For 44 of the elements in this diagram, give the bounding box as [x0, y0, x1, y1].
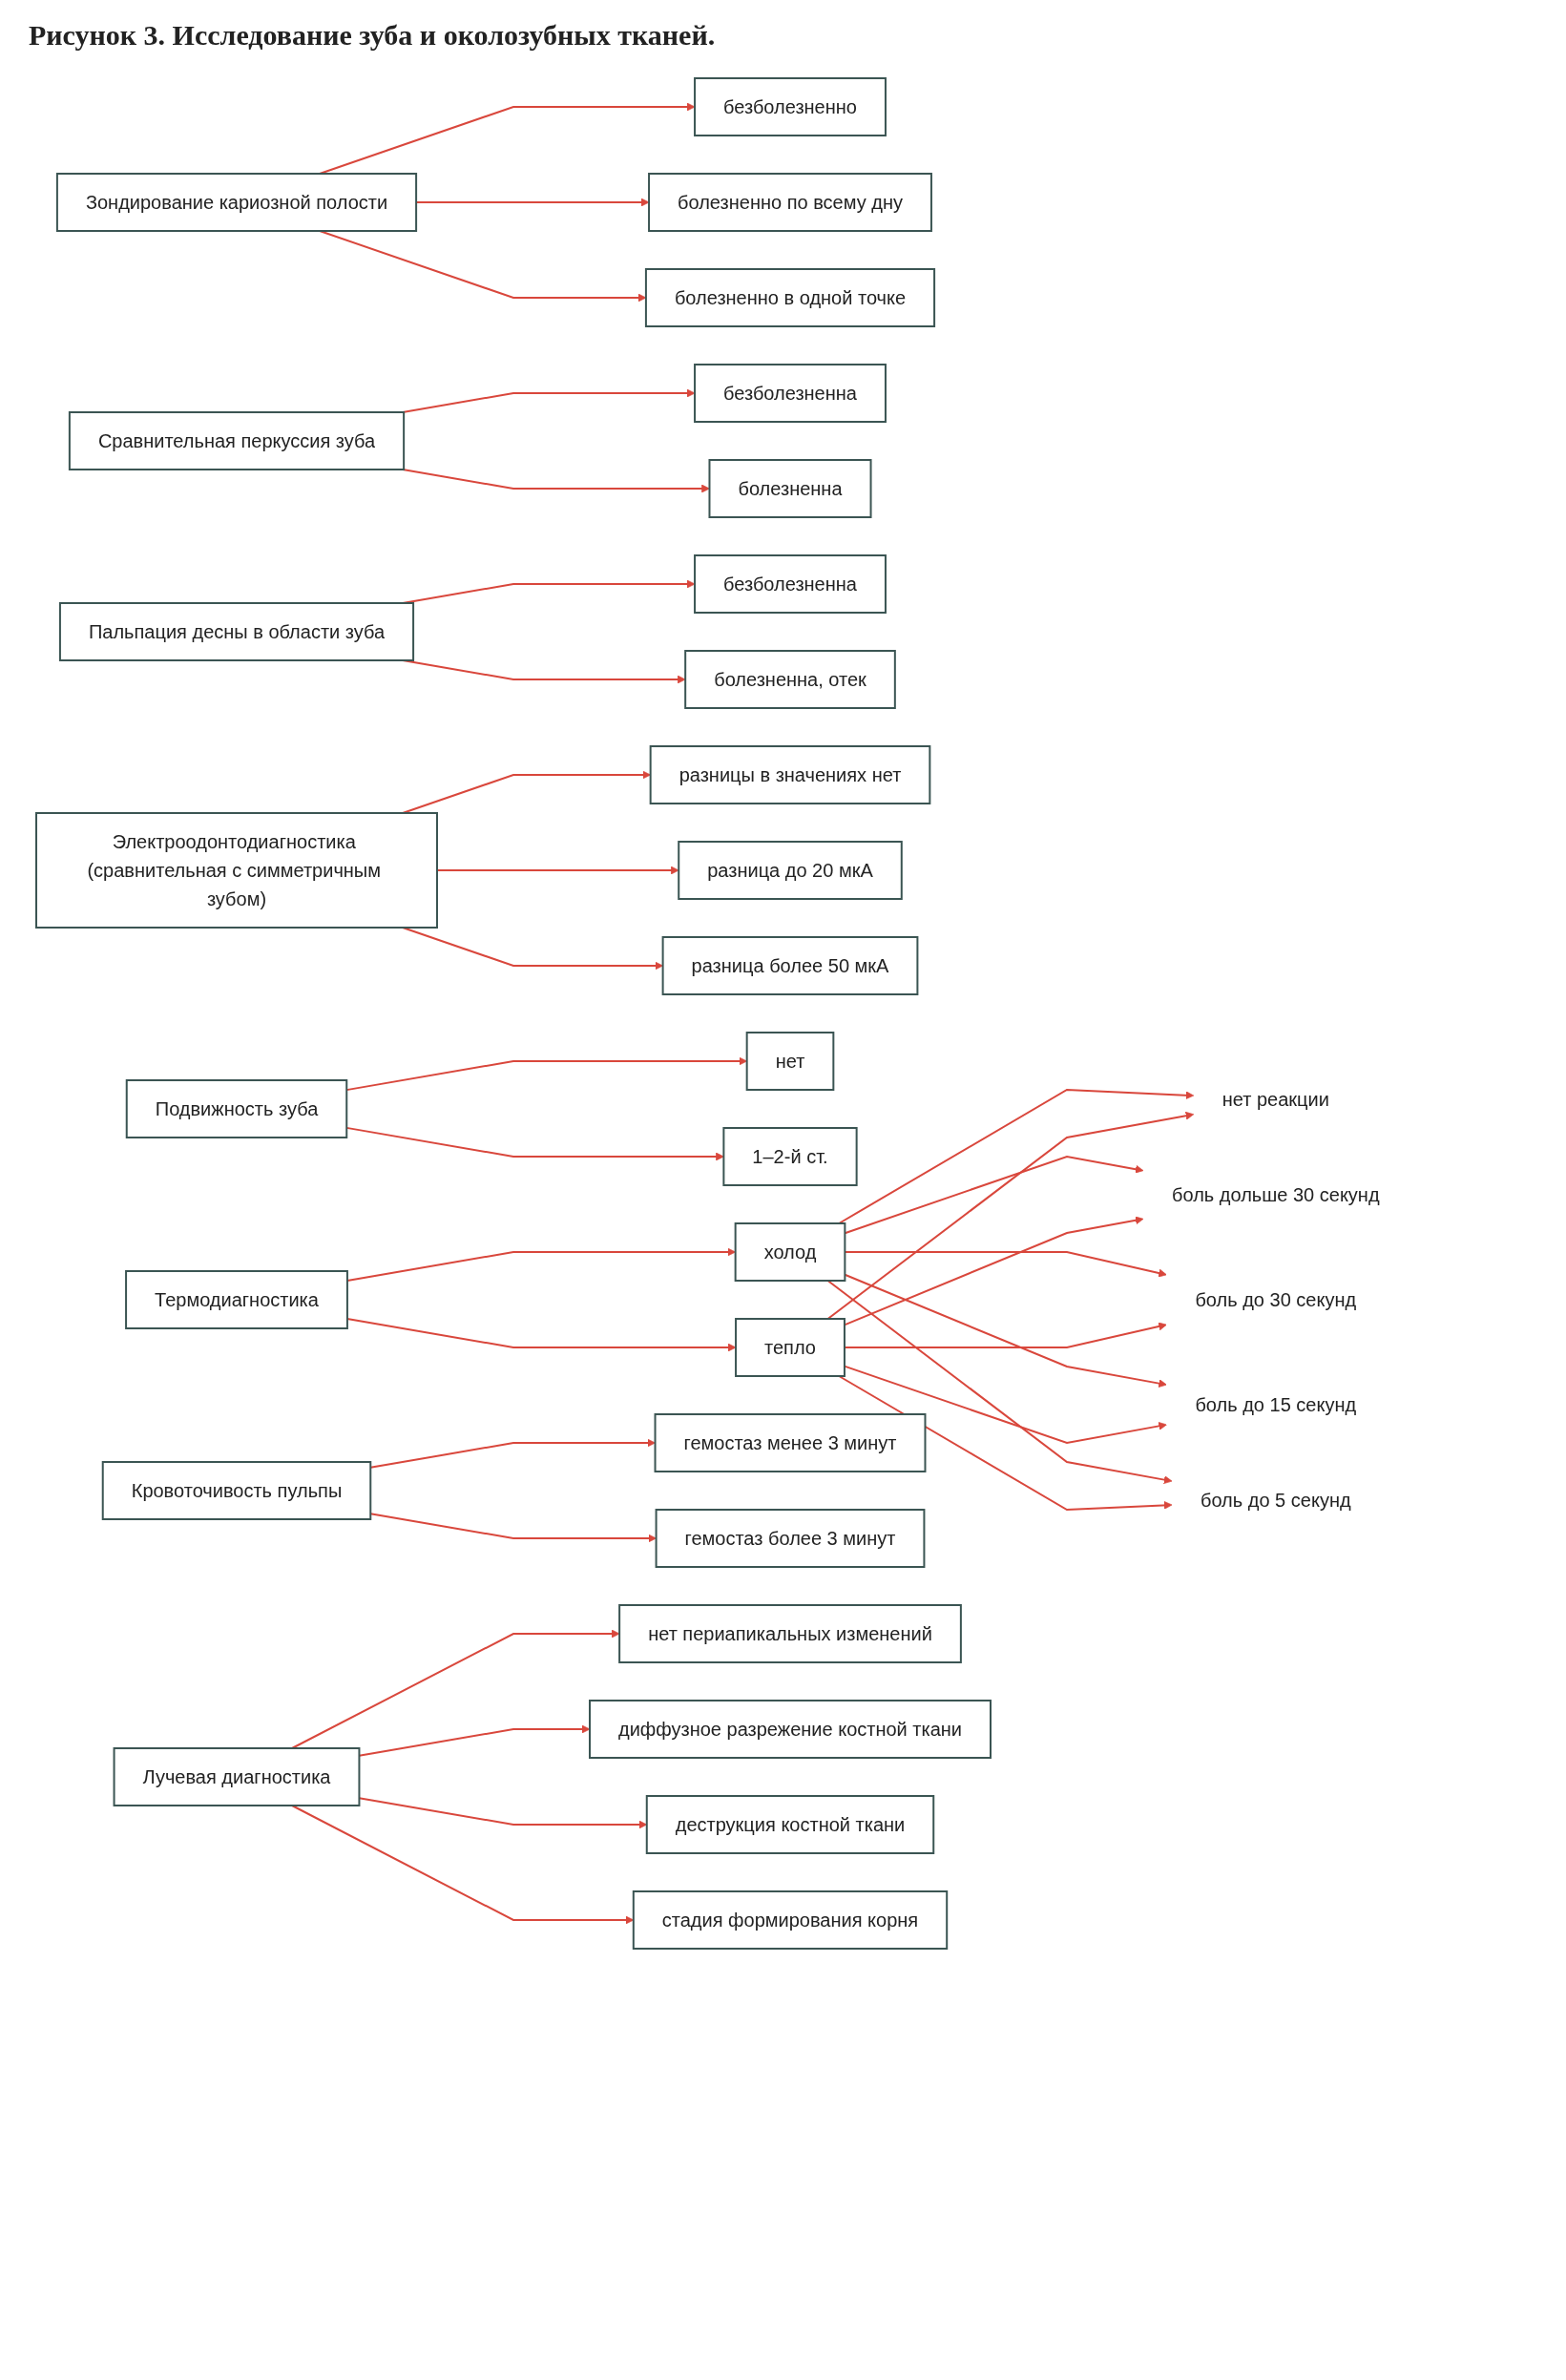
node-text: боль до 5 секунд	[1200, 1490, 1351, 1511]
node-text: боль дольше 30 секунд	[1172, 1184, 1380, 1205]
node-box: Зондирование кариозной полости	[55, 173, 418, 232]
node-box: разница более 50 мкА	[661, 936, 919, 995]
arrow	[838, 1375, 1173, 1511]
node-box: Электроодонтодиагностика (сравнительная с симметричным зубом)	[35, 812, 438, 929]
node-box: безболезненна	[694, 554, 887, 614]
arrow	[319, 102, 696, 175]
node-box: Термодиагностика	[125, 1270, 348, 1329]
node-box: холод	[734, 1222, 846, 1282]
node-text: боль до 15 секунд	[1195, 1394, 1357, 1415]
node-box: Кровоточивость пульпы	[101, 1461, 372, 1520]
node-box: нет	[745, 1032, 835, 1091]
node-box: Подвижность зуба	[125, 1079, 348, 1138]
node-box: нет периапикальных изменений	[618, 1604, 962, 1663]
arrow	[838, 1089, 1195, 1224]
node-text: боль до 30 секунд	[1195, 1289, 1357, 1310]
node-box: болезненна, отек	[684, 650, 896, 709]
node-box: Сравнительная перкуссия зуба	[68, 411, 406, 470]
node-text: нет реакции	[1221, 1089, 1329, 1110]
figure-title: Рисунок 3. Исследование зуба и околозубных тканей.	[28, 18, 717, 52]
node-box: Лучевая диагностика	[113, 1747, 361, 1806]
node-box: диффузное разрежение костной ткани	[589, 1700, 992, 1759]
node-box: разницы в значениях нет	[649, 745, 931, 804]
arrow	[826, 1280, 1173, 1484]
node-box: болезненно в одной точке	[644, 268, 936, 327]
node-box: безболезненно	[694, 77, 887, 136]
node-box: болезненна	[708, 459, 872, 518]
node-box: тепло	[735, 1318, 846, 1377]
node-box: стадия формирования корня	[632, 1890, 949, 1950]
node-box: безболезненна	[694, 364, 887, 423]
arrow	[402, 469, 710, 493]
arrow	[826, 1111, 1195, 1320]
node-box: Пальпация десны в области зуба	[58, 602, 415, 661]
arrow	[402, 927, 663, 971]
node-box: гемостаз менее 3 минут	[654, 1413, 927, 1472]
node-box: деструкция костной ткани	[645, 1795, 935, 1854]
arrow	[402, 388, 696, 413]
node-box: разница до 20 мкА	[678, 841, 903, 900]
node-box: 1–2-й ст.	[722, 1127, 858, 1186]
arrow	[291, 1629, 620, 1749]
node-box: болезненно по всему дну	[648, 173, 932, 232]
arrow	[844, 1273, 1167, 1388]
node-box: гемостаз более 3 минут	[655, 1509, 926, 1568]
